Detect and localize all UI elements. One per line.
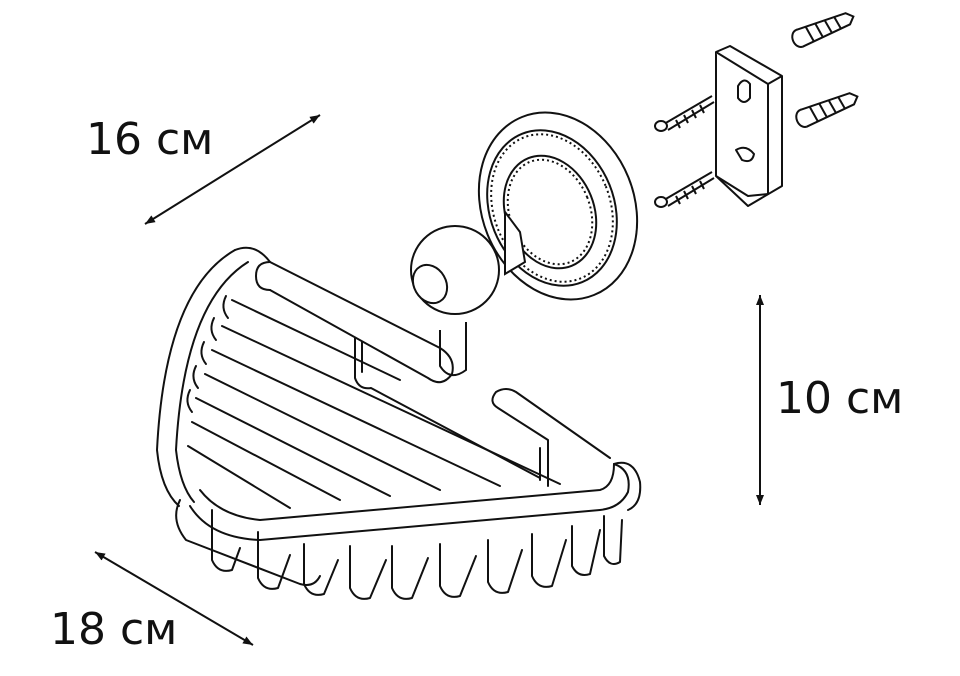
wall-plug-bottom [795, 92, 859, 128]
height-dimension-label: 10 см [776, 373, 904, 424]
depth-dimension-arrow [94, 551, 254, 646]
mounting-bracket [715, 45, 783, 207]
width-dimension-label: 16 см [86, 114, 214, 165]
wire-basket [156, 246, 642, 600]
depth-dimension-label: 18 см [50, 604, 178, 655]
wall-plug-top [791, 12, 855, 48]
screw-bottom [654, 171, 715, 208]
width-dimension-arrow [144, 114, 321, 225]
screw-top [654, 95, 715, 132]
support-arm [410, 209, 527, 377]
